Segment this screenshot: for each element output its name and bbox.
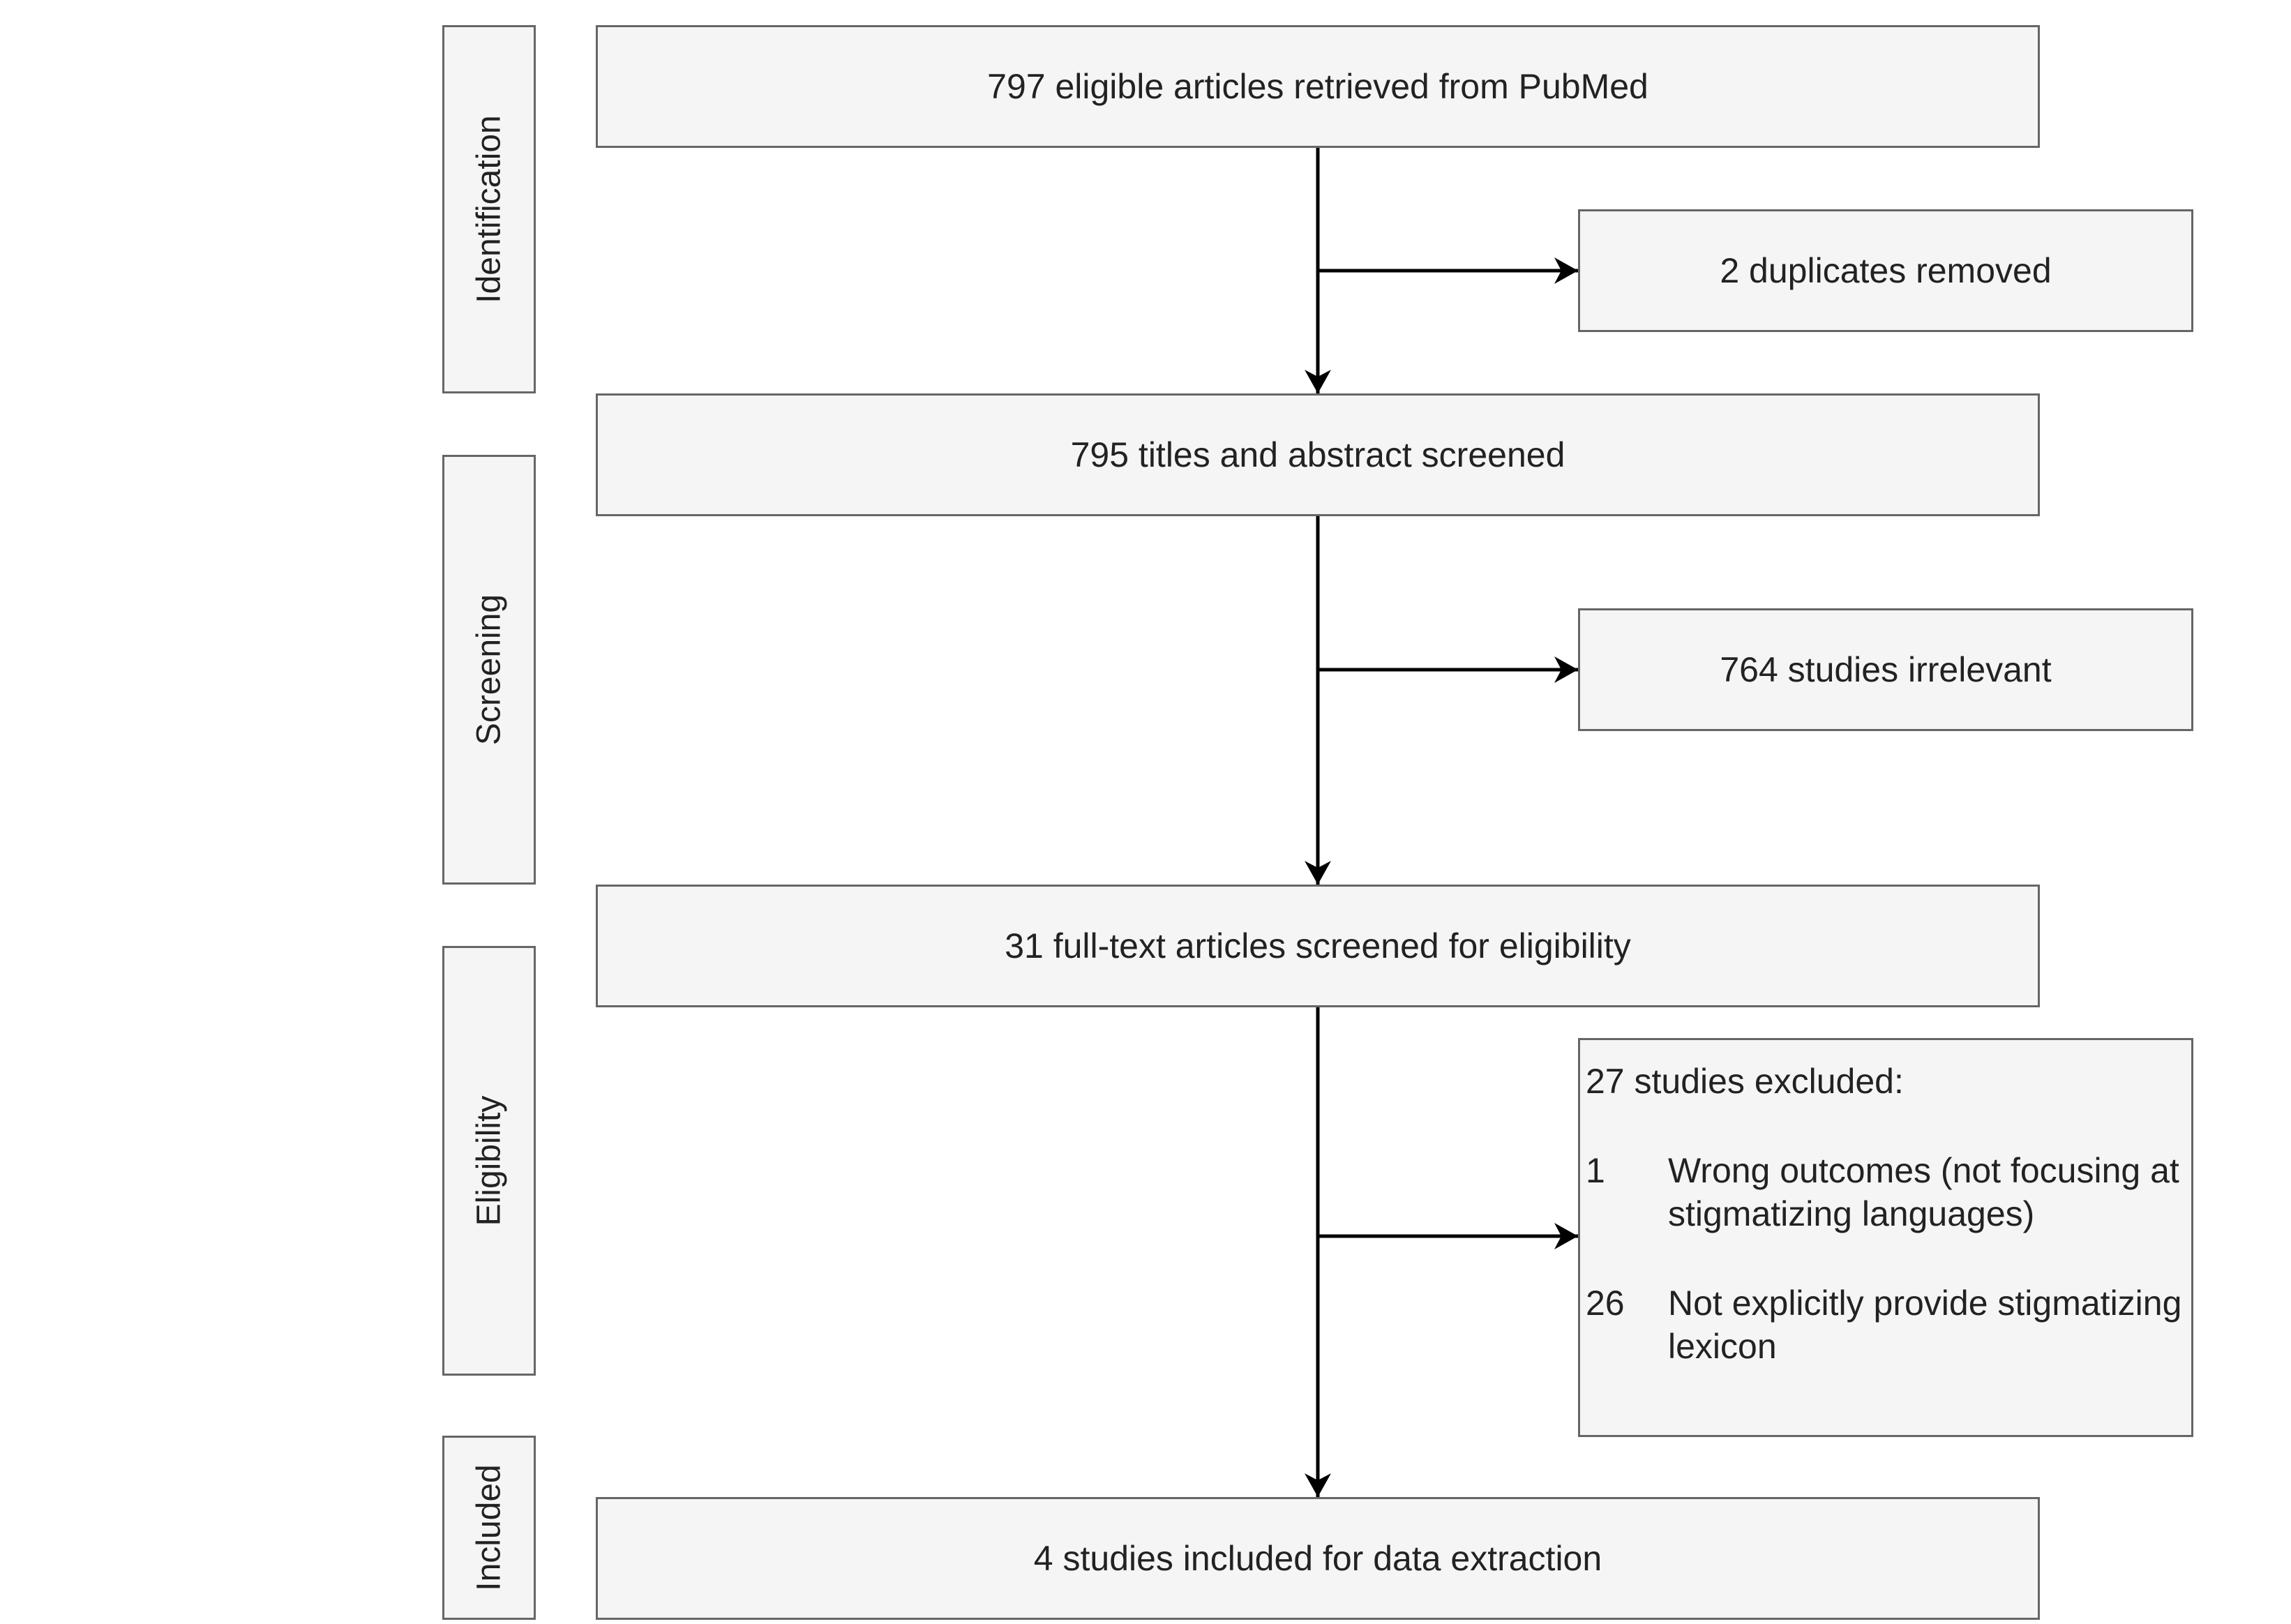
stage-screening: Screening	[442, 455, 536, 885]
exclusions-box: 27 studies excluded: 1 Wrong outcomes (n…	[1578, 1038, 2193, 1437]
fulltext-box: 31 full-text articles screened for eligi…	[596, 885, 2040, 1007]
stage-eligibility: Eligibility	[442, 946, 536, 1376]
arrowhead-included	[1305, 1473, 1331, 1497]
duplicates-text: 2 duplicates removed	[1720, 251, 2052, 290]
identified-text: 797 eligible articles retrieved from Pub…	[987, 67, 1648, 106]
arrowhead-screened	[1305, 370, 1331, 393]
arrowhead-fulltext	[1305, 861, 1331, 885]
screened-box: 795 titles and abstract screened	[596, 393, 2040, 516]
exclusion-item: 26 Not explicitly provide stigmatizing l…	[1586, 1281, 2191, 1368]
included-text: 4 studies included for data extraction	[1033, 1539, 1602, 1578]
exclusion-reason: Wrong outcomes (not focusing at stigmati…	[1668, 1151, 2179, 1233]
irrelevant-box: 764 studies irrelevant	[1578, 608, 2193, 731]
arrowhead-exclusions	[1554, 1223, 1578, 1249]
fulltext-text: 31 full-text articles screened for eligi…	[1005, 926, 1631, 965]
stage-identification: Identification	[442, 25, 536, 393]
screened-text: 795 titles and abstract screened	[1070, 435, 1565, 474]
exclusion-reason: Not explicitly provide stigmatizing lexi…	[1668, 1284, 2182, 1366]
duplicates-box: 2 duplicates removed	[1578, 209, 2193, 332]
exclusion-item: 1 Wrong outcomes (not focusing at stigma…	[1586, 1149, 2191, 1235]
included-box: 4 studies included for data extraction	[596, 1497, 2040, 1620]
exclusions-heading: 27 studies excluded:	[1586, 1062, 1904, 1101]
arrowhead-duplicates	[1554, 257, 1578, 284]
exclusion-count: 1	[1586, 1151, 1605, 1190]
exclusion-count: 26	[1586, 1284, 1625, 1323]
irrelevant-text: 764 studies irrelevant	[1720, 650, 2052, 689]
stage-included: Included	[442, 1436, 536, 1620]
identified-box: 797 eligible articles retrieved from Pub…	[596, 25, 2040, 148]
arrowhead-irrelevant	[1554, 656, 1578, 683]
